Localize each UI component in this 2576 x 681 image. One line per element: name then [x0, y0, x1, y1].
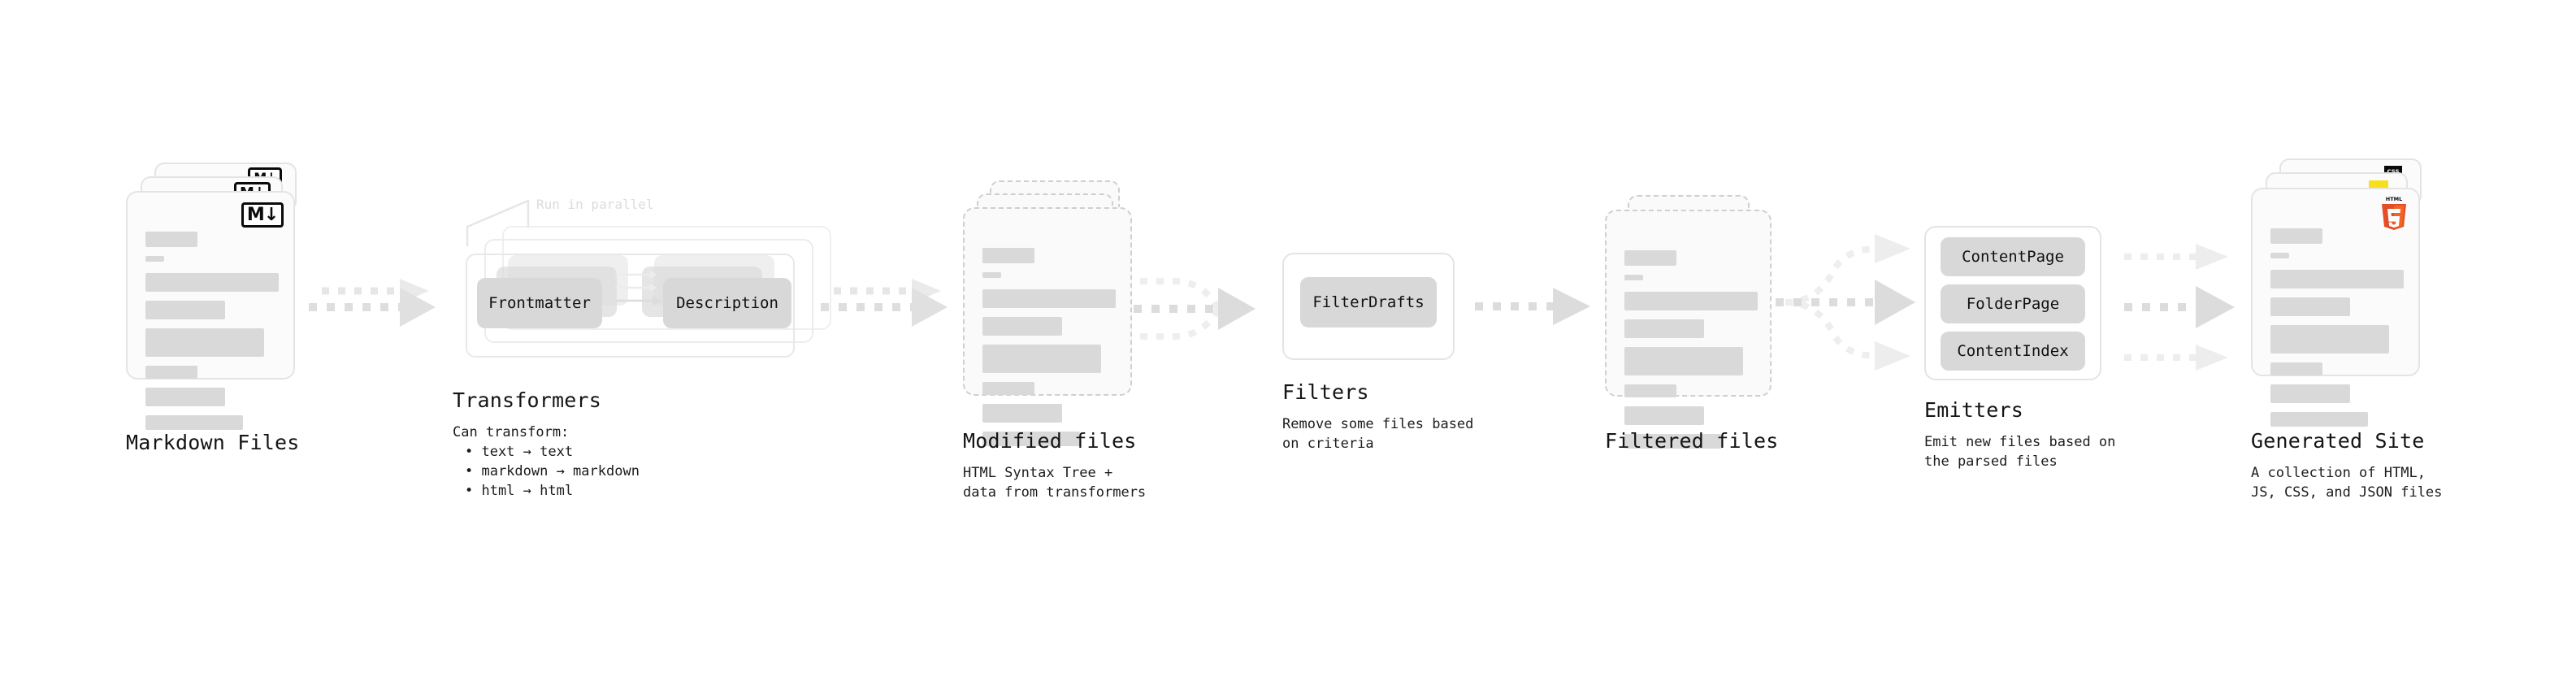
run-in-parallel-label: Run in parallel — [536, 197, 654, 212]
stage-title-markdown-files: Markdown Files — [126, 431, 300, 454]
doc-line — [145, 415, 243, 430]
doc-line — [1624, 384, 1676, 397]
doc-line — [982, 317, 1062, 336]
modified-card-front — [963, 207, 1132, 446]
arrow-transformers-to-modified — [821, 279, 948, 327]
stage-title-transformers: Transformers — [453, 388, 602, 412]
arrow-emitters-to-site — [2124, 244, 2235, 371]
generated-site-caption: A collection of HTML, JS, CSS, and JSON … — [2251, 465, 2443, 501]
transformer-inner-arrows — [615, 271, 662, 306]
generated-placeholder-lines — [2270, 228, 2404, 436]
doc-line — [982, 432, 1080, 446]
markdown-card-front: M↓ — [126, 191, 295, 430]
svg-text:CSS: CSS — [2387, 169, 2399, 176]
doc-line — [982, 382, 1034, 395]
doc-line — [2270, 325, 2389, 354]
markdown-placeholder-lines — [145, 232, 279, 439]
doc-line — [1624, 434, 1722, 449]
doc-line — [1624, 275, 1643, 280]
doc-line — [2270, 362, 2322, 375]
stage-title-filters: Filters — [1282, 380, 1369, 404]
doc-line — [1624, 406, 1704, 425]
doc-line — [2270, 253, 2289, 258]
emitters-group-box — [1924, 226, 2101, 380]
transformer-node-frontmatter[interactable]: Frontmatter — [477, 278, 602, 328]
doc-line — [145, 301, 225, 319]
doc-line — [145, 256, 164, 262]
doc-line — [1624, 292, 1758, 310]
doc-line — [145, 232, 197, 247]
doc-line — [982, 272, 1001, 278]
doc-line — [145, 366, 197, 379]
arrow-modified-to-filters-fanin — [1134, 278, 1255, 340]
run-in-parallel-bracket — [466, 199, 530, 246]
doc-line — [982, 289, 1116, 308]
emitter-node-folderpage-label: FolderPage — [1966, 295, 2060, 313]
doc-line — [2270, 270, 2404, 288]
doc-line — [982, 248, 1034, 263]
filter-node-filterdrafts[interactable]: FilterDrafts — [1300, 277, 1437, 327]
filtered-card-front — [1605, 210, 1772, 449]
transformers-caption-head: Can transform: — [453, 424, 570, 440]
doc-line — [1624, 250, 1676, 266]
doc-line — [982, 345, 1101, 373]
transformer-node-description[interactable]: Description — [663, 278, 791, 328]
transformers-caption-item: • html → html — [465, 483, 574, 499]
modified-files-caption: HTML Syntax Tree + data from transformer… — [963, 465, 1147, 501]
transformer-node-description-label: Description — [676, 294, 778, 312]
stage-title-filtered-files: Filtered files — [1605, 429, 1779, 453]
doc-line — [2270, 228, 2322, 244]
doc-line — [1624, 319, 1704, 338]
doc-line — [1624, 347, 1743, 375]
filters-group-box — [1282, 253, 1455, 360]
transformers-caption-item: • text → text — [465, 444, 574, 460]
doc-line — [145, 328, 264, 357]
emitter-node-contentindex[interactable]: ContentIndex — [1941, 332, 2085, 371]
doc-line — [2270, 384, 2350, 403]
stage-title-emitters: Emitters — [1924, 398, 2024, 422]
doc-line — [145, 388, 225, 406]
arrow-markdown-to-transformers — [309, 279, 436, 327]
generated-card-front-html: HTML — [2251, 188, 2420, 427]
svg-text:HTML: HTML — [2386, 196, 2402, 202]
html5-icon: HTML — [2379, 194, 2409, 230]
arrow-filters-to-filtered — [1475, 288, 1590, 325]
doc-line — [145, 273, 279, 292]
transformer-node-frontmatter-label: Frontmatter — [488, 294, 591, 312]
filter-node-filterdrafts-label: FilterDrafts — [1312, 293, 1425, 311]
stage-title-generated-site: Generated Site — [2251, 429, 2425, 453]
filters-caption: Remove some files based on criteria — [1282, 416, 1474, 452]
emitters-caption: Emit new files based on the parsed files — [1924, 434, 2116, 470]
stage-title-modified-files: Modified files — [963, 429, 1137, 453]
arrow-filtered-to-emitters-fanout — [1776, 234, 1915, 371]
emitter-node-contentpage-label: ContentPage — [1962, 248, 2064, 266]
modified-placeholder-lines — [982, 248, 1116, 455]
markdown-icon-front: M↓ — [241, 202, 284, 228]
doc-line — [982, 404, 1062, 423]
transformer-group-front — [466, 254, 795, 358]
emitter-node-folderpage[interactable]: FolderPage — [1941, 284, 2085, 323]
transformers-caption-item: • markdown → markdown — [465, 463, 640, 479]
filtered-placeholder-lines — [1624, 250, 1758, 458]
emitter-node-contentpage[interactable]: ContentPage — [1941, 237, 2085, 276]
transformers-caption-list: • text → text • markdown → markdown • ht… — [465, 442, 640, 501]
doc-line — [2270, 412, 2368, 427]
doc-line — [2270, 297, 2350, 316]
emitter-node-contentindex-label: ContentIndex — [1957, 342, 2069, 360]
